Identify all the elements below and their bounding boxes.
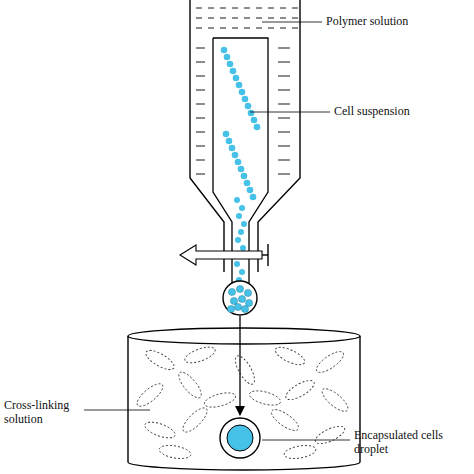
falling-droplet (223, 281, 257, 315)
part-label: Encapsulated cells droplet (354, 428, 466, 457)
leader-line (250, 112, 330, 113)
part-label: Polymer solution (326, 14, 466, 28)
valve-arrow (180, 245, 262, 265)
valve-stem (262, 254, 268, 255)
leader-line (262, 22, 322, 23)
part-label: Cross-linking solution (4, 398, 84, 427)
crosslinker-texture (134, 344, 351, 461)
leader-line (262, 440, 350, 441)
polymer-dashes (196, 8, 298, 174)
outer-tube (190, 0, 300, 272)
part-label: Cell suspension (334, 104, 464, 118)
beaker-rim (128, 328, 360, 344)
capsule-shell (220, 418, 260, 458)
capsule-core (227, 425, 253, 451)
beaker (128, 336, 360, 470)
droplet-cells (227, 285, 252, 312)
leader-line (84, 410, 150, 411)
cell-dots (221, 47, 261, 283)
fall-arrow (239, 316, 240, 415)
